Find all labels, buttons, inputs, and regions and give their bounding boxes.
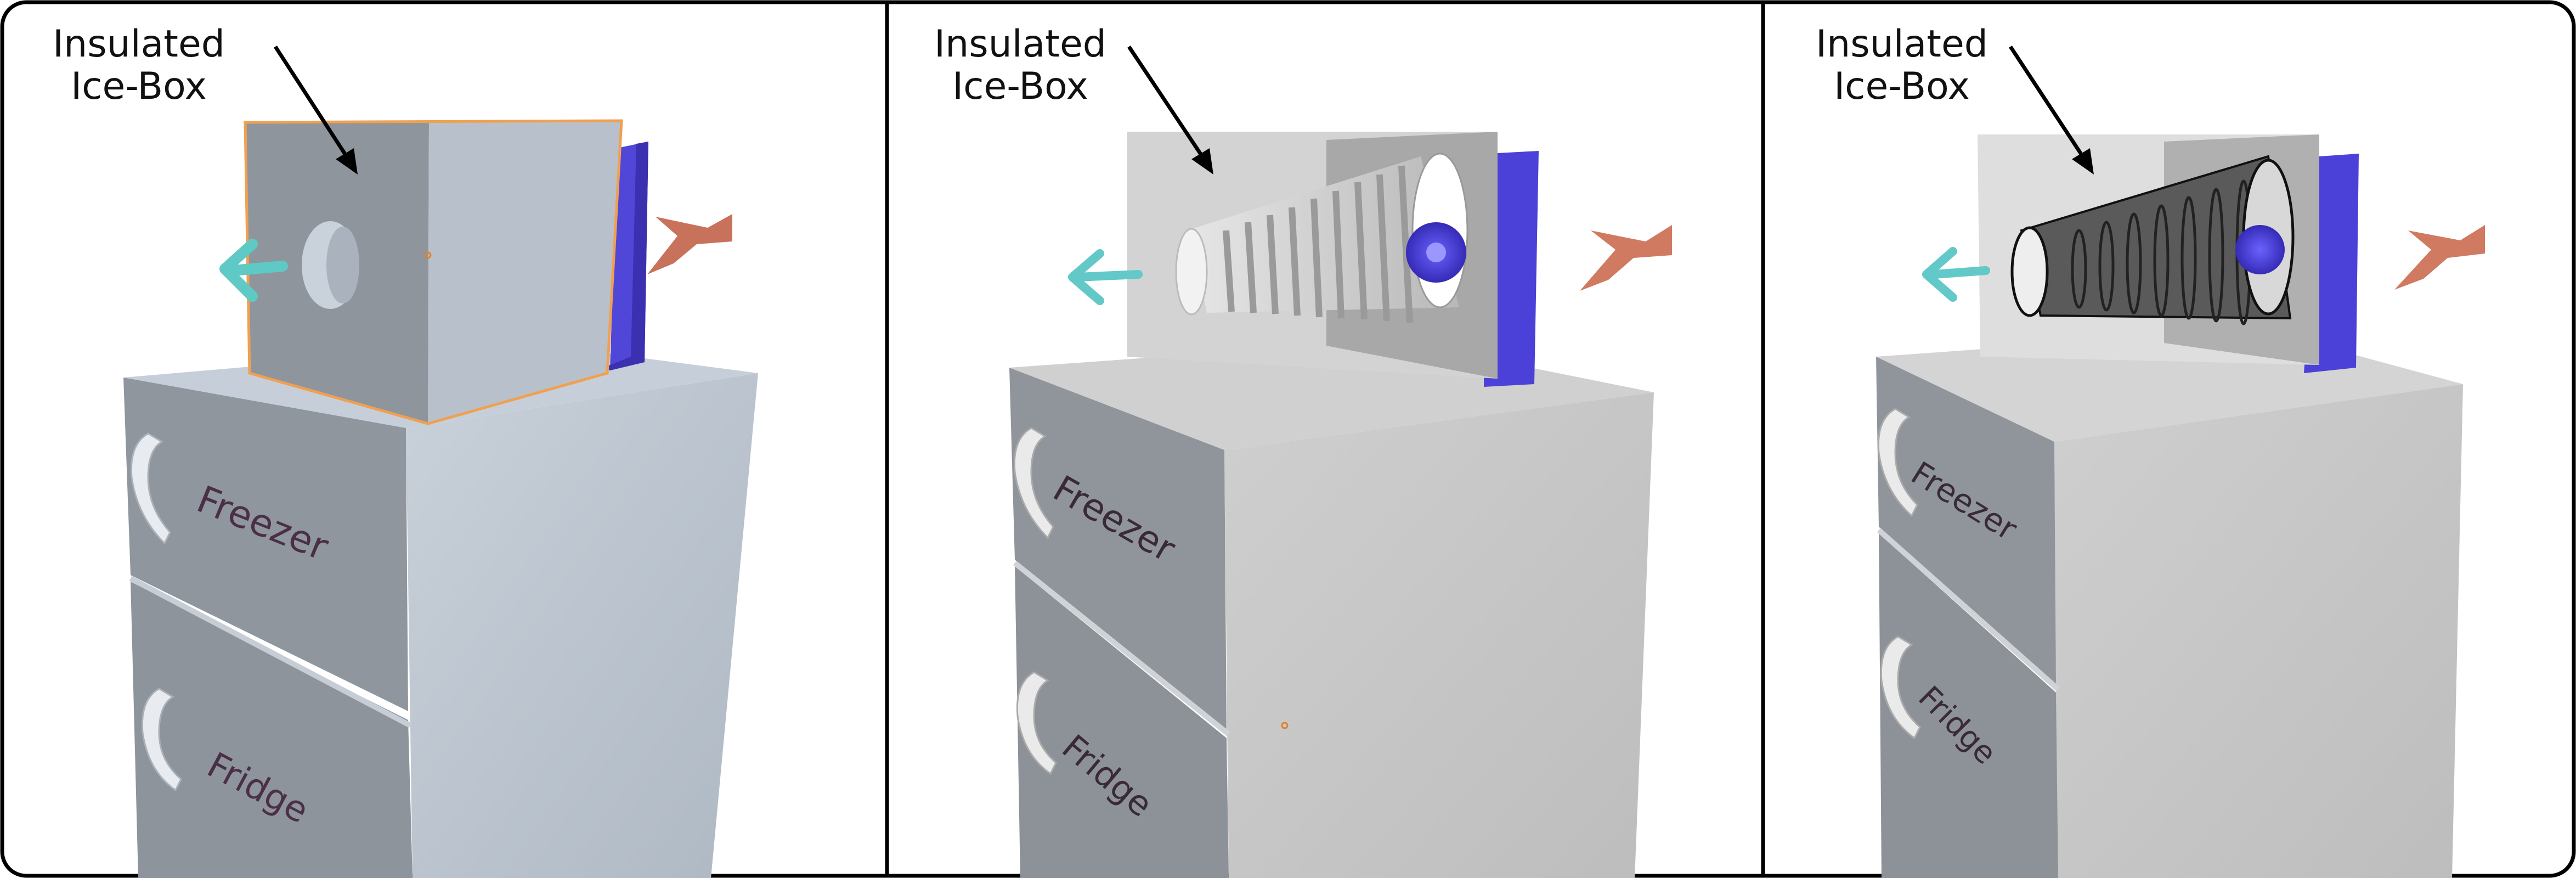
panel-solid: Freezer Fridge Insulated Ice-Box bbox=[53, 22, 758, 878]
fridge-handle-icon bbox=[141, 688, 182, 792]
fridge-front-lower bbox=[1879, 533, 2058, 878]
ice-box-label-line2: Ice-Box bbox=[1834, 65, 1970, 108]
tunnel-outlet bbox=[1175, 228, 1208, 316]
fridge: Freezer Fridge bbox=[1009, 340, 1654, 878]
outlet-arrow-icon bbox=[1922, 247, 1990, 302]
outlet-arrow-icon bbox=[1068, 249, 1143, 305]
cooling-tunnel-wireframe bbox=[2010, 155, 2295, 325]
fridge-handle-icon bbox=[1880, 635, 1921, 740]
fan-plate-edge bbox=[603, 142, 648, 370]
inlet-arrow-icon bbox=[2394, 225, 2485, 290]
cooling-fins bbox=[1223, 165, 1413, 323]
tunnel-outlet bbox=[2010, 226, 2049, 317]
fridge-front-upper bbox=[1876, 357, 2056, 686]
ice-box-label-line2: Ice-Box bbox=[71, 65, 207, 108]
freezer-handle-icon bbox=[1013, 427, 1054, 539]
door-gap bbox=[1877, 528, 2060, 691]
selection-outline bbox=[244, 119, 623, 425]
ice-box-label-line1: Insulated bbox=[53, 22, 225, 66]
ice-box-solid bbox=[244, 119, 623, 425]
origin-dot bbox=[1281, 722, 1289, 729]
fridge-front-upper bbox=[1009, 368, 1227, 730]
ice-box-side bbox=[428, 121, 622, 424]
fridge-side bbox=[1224, 392, 1654, 878]
label-pointer-arrow bbox=[1127, 46, 1213, 175]
cooling-tunnel bbox=[1175, 153, 1468, 323]
fridge-handle-icon bbox=[1016, 671, 1057, 775]
fan-icon bbox=[2235, 225, 2285, 274]
inlet-arrow-icon bbox=[1580, 225, 1672, 291]
tunnel-body bbox=[1190, 156, 1459, 313]
freezer-handle-icon bbox=[130, 432, 171, 545]
fan-hub bbox=[1426, 243, 1446, 262]
door-gap bbox=[129, 576, 412, 728]
label-pointer-arrow bbox=[274, 46, 358, 175]
ice-box-label-line1: Insulated bbox=[1816, 22, 1988, 66]
label-pointer-arrow bbox=[2009, 46, 2094, 175]
fridge-front-lower bbox=[131, 582, 413, 878]
origin-dot bbox=[424, 251, 432, 259]
outlet-hole-inner bbox=[326, 227, 359, 303]
fridge: Freezer Fridge bbox=[1876, 329, 2463, 878]
door-gap bbox=[1013, 561, 1231, 736]
fridge-side bbox=[2054, 384, 2463, 878]
fridge: Freezer Fridge bbox=[123, 343, 758, 878]
panel-cutaway: Freezer Fridge bbox=[934, 22, 1672, 878]
ice-box-label-line1: Insulated bbox=[934, 22, 1106, 66]
inlet-arrow-icon bbox=[647, 214, 732, 274]
fridge-side bbox=[406, 373, 758, 878]
ice-box-label-line2: Ice-Box bbox=[952, 65, 1088, 108]
fridge-front-upper bbox=[123, 378, 408, 711]
fridge-front-lower bbox=[1015, 566, 1229, 878]
freezer-handle-icon bbox=[1877, 408, 1918, 517]
panel-wireframe: Freezer Fridge bbox=[1816, 22, 2485, 878]
outlet-arrow-icon bbox=[219, 239, 288, 302]
